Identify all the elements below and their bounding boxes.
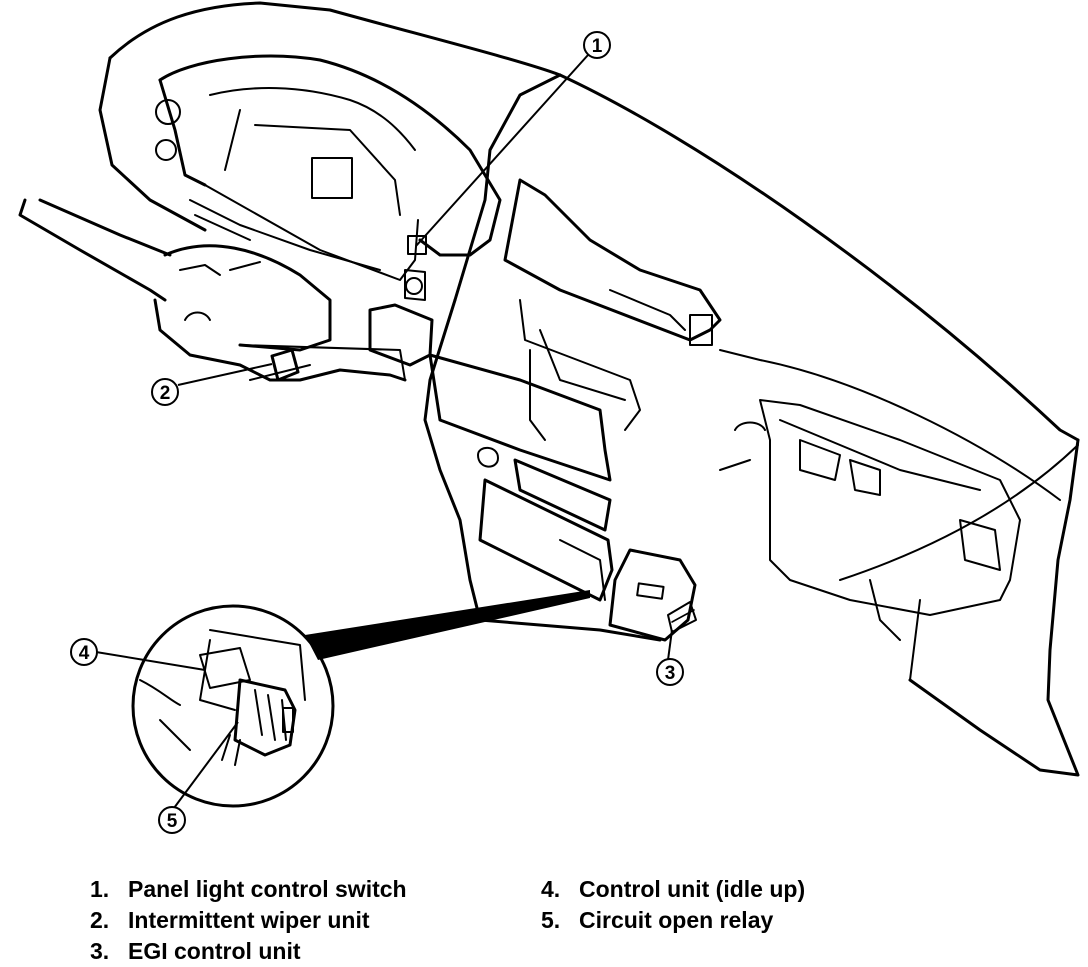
legend-item-3: 3. EGI control unit [90, 936, 407, 967]
legend-item-1-number: 1. [90, 876, 110, 902]
dashboard-outline [98, 1, 1080, 777]
callout-5: 5 [158, 806, 186, 834]
magnified-inset [131, 604, 335, 808]
magnifier-beam [305, 590, 590, 660]
panel-light-switch [404, 235, 427, 301]
legend-item-4-number: 4. [541, 876, 561, 902]
legend-item-1-text: Panel light control switch [128, 876, 407, 902]
legend-item-2-text: Intermittent wiper unit [128, 907, 370, 933]
callout-2: 2 [151, 378, 179, 406]
callout-4-number: 4 [79, 643, 90, 664]
legend-item-5: 5. Circuit open relay [541, 905, 805, 936]
legend-right-column: 4. Control unit (idle up) 5. Circuit ope… [541, 874, 805, 936]
legend-item-3-text: EGI control unit [128, 938, 301, 964]
legend-item-5-text: Circuit open relay [579, 907, 774, 933]
egi-control-unit [608, 548, 697, 642]
callout-1: 1 [583, 31, 611, 59]
callout-1-number: 1 [592, 36, 603, 57]
callout-3: 3 [656, 658, 684, 686]
legend-left-column: 1. Panel light control switch 2. Intermi… [90, 874, 407, 967]
wiper-unit [249, 348, 311, 382]
callout-5-number: 5 [167, 811, 178, 832]
combination-switch [18, 198, 407, 382]
leader-lines [95, 54, 673, 809]
legend-item-5-number: 5. [541, 907, 561, 933]
glove-box [503, 178, 1021, 681]
callout-3-number: 3 [665, 663, 676, 684]
legend-item-2: 2. Intermittent wiper unit [90, 905, 407, 936]
legend-item-4-text: Control unit (idle up) [579, 876, 806, 902]
legend-item-1: 1. Panel light control switch [90, 874, 407, 905]
callout-4: 4 [70, 638, 98, 666]
legend-item-4: 4. Control unit (idle up) [541, 874, 805, 905]
legend-item-2-number: 2. [90, 907, 110, 933]
instrument-cluster [155, 54, 502, 281]
callout-2-number: 2 [160, 383, 171, 404]
center-console [368, 299, 641, 602]
legend-item-3-number: 3. [90, 938, 110, 964]
